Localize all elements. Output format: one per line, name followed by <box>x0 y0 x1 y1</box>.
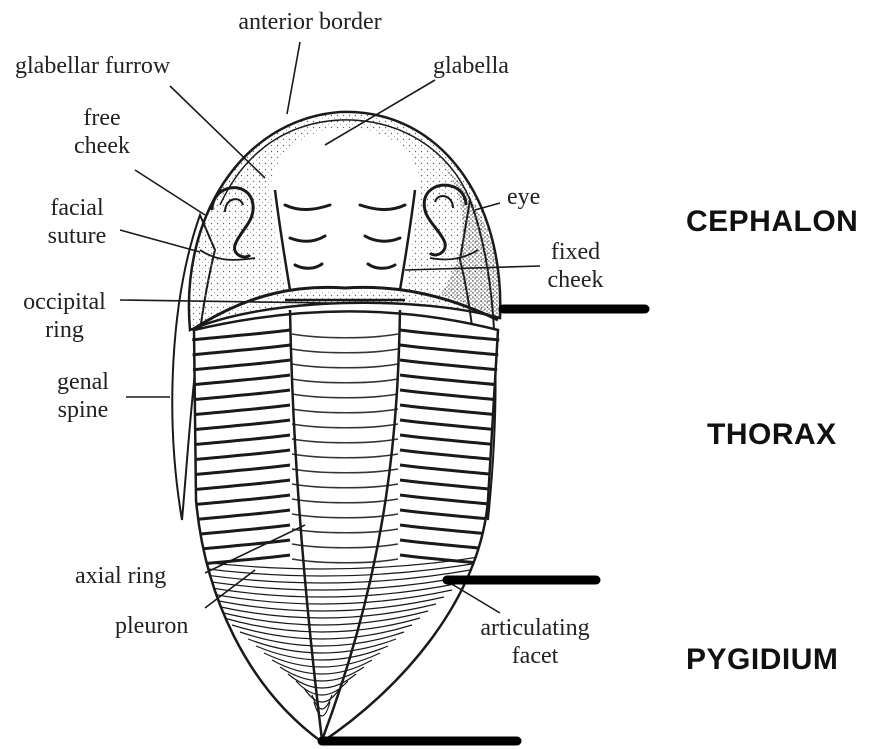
thorax-pygidium-shape <box>194 311 498 742</box>
label-glabella: glabella <box>433 52 509 80</box>
label-glabellar-furrow: glabellar furrow <box>15 52 170 80</box>
label-genal-spine-line1: genal <box>38 368 128 396</box>
label-occipital-ring-line2: ring <box>2 316 127 344</box>
label-free-cheek: free cheek <box>52 104 152 160</box>
label-axial-ring: axial ring <box>75 562 166 590</box>
label-occipital-ring: occipital ring <box>2 288 127 344</box>
label-fixed-cheek-line1: fixed <box>528 238 623 266</box>
label-articulating-facet-line2: facet <box>450 642 620 670</box>
label-facial-suture-line1: facial <box>22 194 132 222</box>
label-fixed-cheek: fixed cheek <box>528 238 623 294</box>
label-genal-spine: genal spine <box>38 368 128 424</box>
label-anterior-border: anterior border <box>205 8 415 36</box>
label-articulating-facet: articulating facet <box>450 614 620 670</box>
label-facial-suture: facial suture <box>22 194 132 250</box>
label-genal-spine-line2: spine <box>38 396 128 424</box>
label-pleuron: pleuron <box>115 612 188 640</box>
label-occipital-ring-line1: occipital <box>2 288 127 316</box>
label-free-cheek-line1: free <box>52 104 152 132</box>
section-pygidium: PYGIDIUM <box>686 643 838 677</box>
section-cephalon: CEPHALON <box>686 205 858 239</box>
label-articulating-facet-line1: articulating <box>450 614 620 642</box>
label-facial-suture-line2: suture <box>22 222 132 250</box>
label-eye: eye <box>507 183 540 211</box>
section-thorax: THORAX <box>707 418 837 452</box>
label-free-cheek-line2: cheek <box>52 132 152 160</box>
label-fixed-cheek-line2: cheek <box>528 266 623 294</box>
